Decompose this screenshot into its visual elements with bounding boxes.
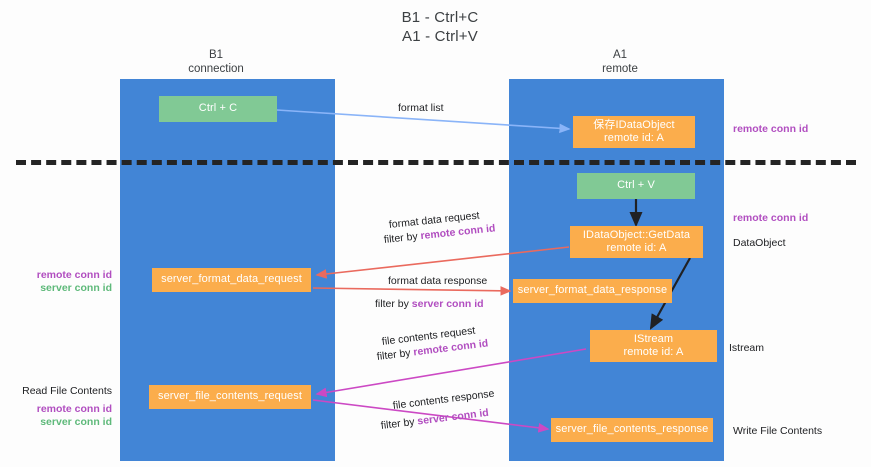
node-ctrl-c-label: Ctrl + C xyxy=(198,102,238,115)
column-header-a1-name: A1 xyxy=(612,49,628,61)
annotation-remote-conn-id-mid: remote conn id xyxy=(733,212,809,224)
node-server-file-contents-request[interactable]: server_file_contents_request xyxy=(149,385,311,409)
node-istream-remote-id: remote id: A xyxy=(623,346,684,358)
node-store-idataobject[interactable]: 保存IDataObject remote id: A xyxy=(573,116,695,148)
annotation-left-remote-conn-id-mid: remote conn id xyxy=(36,269,112,281)
node-istream[interactable]: IStream remote id: A xyxy=(590,330,717,362)
node-ctrl-v-label: Ctrl + V xyxy=(617,179,655,192)
filter-prefix: filter by xyxy=(383,230,422,246)
node-idataobject-getdata[interactable]: IDataObject::GetData remote id: A xyxy=(570,226,703,258)
edge-label-format-data-response: format data response xyxy=(388,275,488,287)
node-server-file-contents-response-label: server_file_contents_response xyxy=(555,423,709,436)
filter-prefix: filter by xyxy=(375,298,412,310)
column-header-a1-subtitle: remote xyxy=(602,63,638,75)
node-store-idataobject-remote-id: remote id: A xyxy=(604,132,664,144)
column-header-b1: B1 connection xyxy=(152,48,280,76)
edge-label-format-data-response-filter: filter by server conn id xyxy=(375,298,484,311)
filter-key-server-conn-id: server conn id xyxy=(416,406,490,428)
node-server-format-data-request[interactable]: server_format_data_request xyxy=(152,268,311,292)
node-server-format-data-response[interactable]: server_format_data_response xyxy=(513,279,672,303)
node-server-format-data-response-label: server_format_data_response xyxy=(517,284,668,297)
annotation-left-remote-conn-id-bottom: remote conn id xyxy=(36,403,112,415)
node-istream-title: IStream xyxy=(633,332,674,345)
node-server-file-contents-request-label: server_file_contents_request xyxy=(157,390,303,403)
title-line-2: A1 - Ctrl+V xyxy=(402,28,478,45)
edge-label-format-list: format list xyxy=(398,102,444,114)
node-ctrl-v[interactable]: Ctrl + V xyxy=(577,173,695,199)
column-header-a1: A1 remote xyxy=(556,48,684,76)
column-header-b1-name: B1 xyxy=(208,49,224,61)
annotation-read-file-contents: Read File Contents xyxy=(22,385,112,397)
phase-separator xyxy=(16,160,856,165)
annotation-left-server-conn-id-mid: server conn id xyxy=(40,282,112,294)
node-idataobject-getdata-remote-id: remote id: A xyxy=(606,242,667,254)
annotation-remote-conn-id-top: remote conn id xyxy=(733,123,809,135)
annotation-write-file-contents: Write File Contents xyxy=(733,425,823,437)
filter-prefix: filter by xyxy=(380,415,419,432)
page-title: B1 - Ctrl+C A1 - Ctrl+V xyxy=(330,8,550,46)
node-idataobject-getdata-title: IDataObject::GetData xyxy=(582,228,691,241)
column-header-b1-subtitle: connection xyxy=(188,63,244,75)
node-server-format-data-request-label: server_format_data_request xyxy=(161,273,302,286)
filter-key-server-conn-id: server conn id xyxy=(411,298,484,310)
node-server-file-contents-response[interactable]: server_file_contents_response xyxy=(551,418,713,442)
title-line-1: B1 - Ctrl+C xyxy=(401,9,479,26)
node-ctrl-c[interactable]: Ctrl + C xyxy=(159,96,277,122)
annotation-istream: Istream xyxy=(729,342,765,354)
node-store-idataobject-title: 保存IDataObject xyxy=(593,118,675,131)
arrow-format-data-response xyxy=(312,286,512,296)
annotation-dataobject: DataObject xyxy=(733,237,786,249)
annotation-left-server-conn-id-bottom: server conn id xyxy=(40,416,112,428)
